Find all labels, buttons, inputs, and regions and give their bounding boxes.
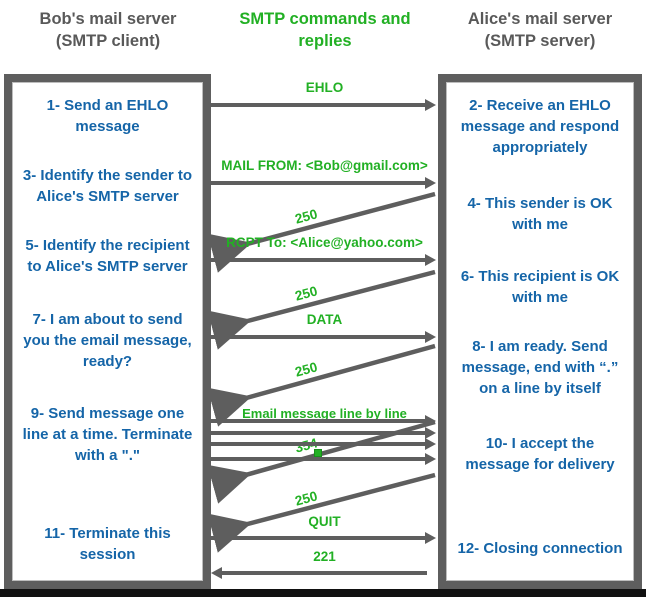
arrow-shaft <box>211 258 427 262</box>
arrow-head-right-icon <box>425 438 436 450</box>
server-step-12: 12- Closing connection <box>457 540 623 557</box>
server-step-6: 6- This recipient is OK with me <box>460 268 620 306</box>
heading-server-line2: (SMTP server) <box>484 32 596 50</box>
bottom-strip <box>0 589 646 597</box>
arrow-shaft <box>211 431 427 435</box>
arrow-head-right-icon <box>425 254 436 266</box>
reply-code-250-a: 250 <box>293 206 320 227</box>
command-label-rcpt-to: RCPT To: <Alice@yahoo.com> <box>226 235 423 250</box>
heading-commands: SMTP commands and replies <box>215 8 435 52</box>
server-step-8: 8- I am ready. Send message, end with “.… <box>461 338 619 397</box>
arrow-shaft <box>211 536 427 540</box>
arrow-head-right-icon <box>425 532 436 544</box>
client-step-7: 7- I am about to send you the email mess… <box>23 311 192 370</box>
arrow-head-right-icon <box>425 99 436 111</box>
command-label-ehlo: EHLO <box>305 80 344 95</box>
client-step-5: 5- Identify the recipient to Alice's SMT… <box>25 237 190 275</box>
heading-client: Bob's mail server (SMTP client) <box>4 8 212 52</box>
command-label-email-body: Email message line by line <box>242 406 407 421</box>
command-label-quit: QUIT <box>308 514 341 529</box>
server-panel-inner: 2- Receive an EHLO message and respond a… <box>446 82 634 581</box>
client-step-11: 11- Terminate this session <box>44 525 171 563</box>
arrow-head-right-icon <box>425 415 436 427</box>
message-channel: 250 250 250 354 250 EHLO MAIL FROM: <Bob… <box>211 74 438 589</box>
arrow-head-right-icon <box>425 453 436 465</box>
arrow-head-right-icon <box>425 177 436 189</box>
arrow-head-left-icon <box>211 567 222 579</box>
reply-code-250-d: 250 <box>293 488 320 509</box>
server-step-10: 10- I accept the message for delivery <box>465 435 615 473</box>
command-label-data: DATA <box>306 312 343 327</box>
client-panel-inner: 1- Send an EHLO message 3- Identify the … <box>12 82 203 581</box>
client-step-1: 1- Send an EHLO message <box>46 97 169 135</box>
heading-server-line1: Alice's mail server <box>467 10 613 28</box>
message-terminator-dot-icon <box>314 449 322 457</box>
reply-code-250-c: 250 <box>293 359 320 380</box>
heading-commands-line2: replies <box>298 32 352 50</box>
arrow-head-right-icon <box>425 427 436 439</box>
arrow-shaft <box>211 181 427 185</box>
server-panel: 2- Receive an EHLO message and respond a… <box>438 74 642 589</box>
server-step-2: 2- Receive an EHLO message and respond a… <box>460 97 620 156</box>
heading-commands-line1: SMTP commands and <box>239 10 411 28</box>
arrow-shaft <box>211 103 427 107</box>
reply-label-221: 221 <box>313 549 336 564</box>
arrow-shaft <box>211 419 427 423</box>
command-label-mail-from: MAIL FROM: <Bob@gmail.com> <box>221 158 428 173</box>
arrow-shaft <box>211 457 427 461</box>
server-step-4: 4- This sender is OK with me <box>467 195 613 233</box>
heading-server: Alice's mail server (SMTP server) <box>438 8 642 52</box>
client-step-3: 3- Identify the sender to Alice's SMTP s… <box>22 167 193 205</box>
arrow-shaft <box>222 571 427 575</box>
client-step-9: 9- Send message one line at a time. Term… <box>22 405 193 464</box>
heading-client-line2: (SMTP client) <box>55 32 161 50</box>
client-panel: 1- Send an EHLO message 3- Identify the … <box>4 74 211 589</box>
reply-arrow-250-c <box>211 343 436 427</box>
arrow-shaft <box>211 442 427 446</box>
arrow-shaft <box>211 335 427 339</box>
reply-arrows-layer <box>211 191 436 553</box>
heading-client-line1: Bob's mail server <box>39 10 177 28</box>
arrow-head-right-icon <box>425 331 436 343</box>
reply-code-250-b: 250 <box>293 283 320 304</box>
